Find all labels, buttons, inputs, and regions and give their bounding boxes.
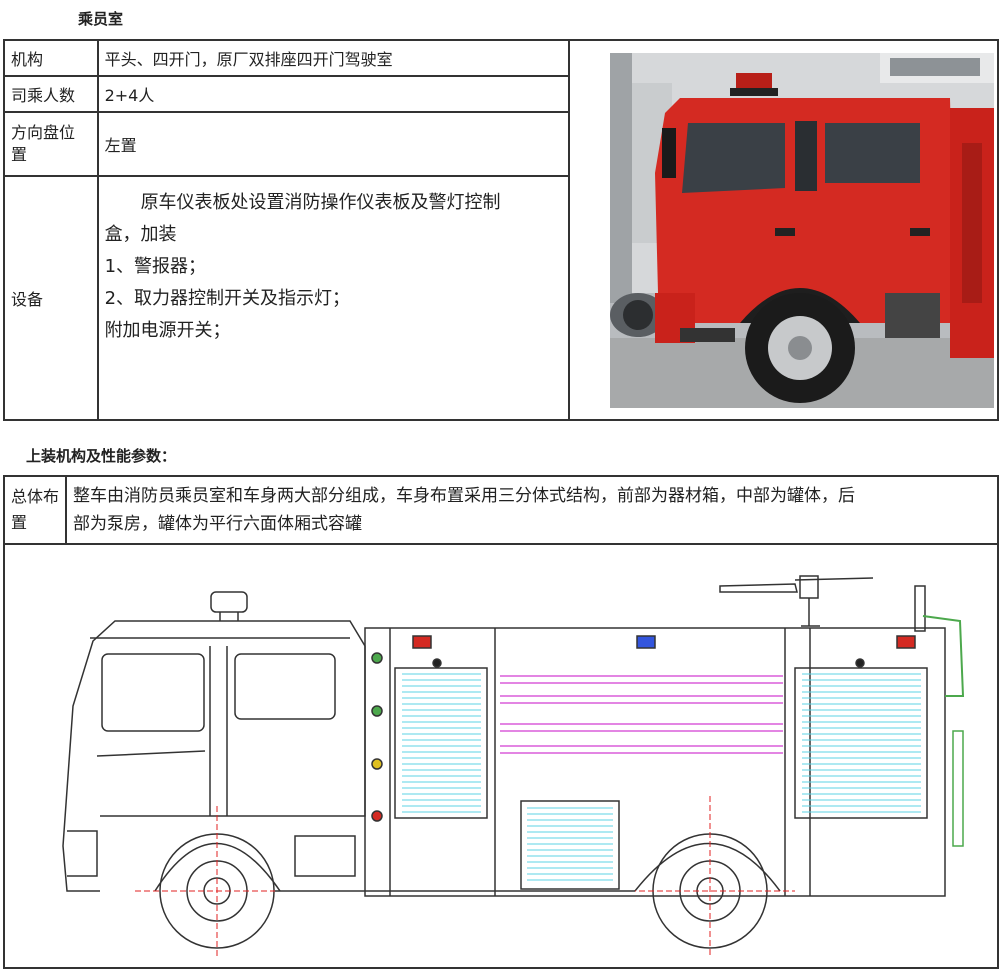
- row-value-structure: 平头、四开门，原厂双排座四开门驾驶室: [96, 39, 571, 77]
- row-value-occupants: 2+4人: [96, 75, 571, 113]
- cab-spec-table: 机构 平头、四开门，原厂双排座四开门驾驶室: [3, 39, 999, 421]
- drawing-cell: [3, 543, 999, 969]
- row-label-occupants: 司乘人数: [3, 75, 99, 113]
- layout-line-2: 部为泵房，罐体为平行六面体厢式容罐: [73, 514, 362, 534]
- row-label-steering: 方向盘位置: [3, 111, 99, 177]
- body-spec-table: 总体布置 整车由消防员乘员室和车身两大部分组成，车身布置采用三分体式结构，前部为…: [3, 475, 999, 969]
- equipment-line-5: 附加电源开关；: [104, 320, 231, 341]
- equipment-line-2: 盒，加装: [104, 224, 177, 245]
- fire-truck-side-drawing: [62, 575, 965, 956]
- layout-line-1: 整车由消防员乘员室和车身两大部分组成，车身布置采用三分体式结构，前部为器材箱，中…: [73, 486, 855, 506]
- fire-truck-photo: [610, 52, 995, 408]
- equipment-line-1: 原车仪表板处设置消防操作仪表板及警灯控制: [140, 192, 501, 213]
- equipment-line-3: 1、警报器；: [104, 256, 207, 277]
- cab-section-title: 乘员室: [78, 10, 124, 28]
- layout-label: 总体布置: [3, 475, 67, 545]
- body-section-title: 上装机构及性能参数：: [26, 447, 177, 465]
- photo-cell: [568, 39, 999, 421]
- row-value-equipment: 原车仪表板处设置消防操作仪表板及警灯控制 盒，加装 1、警报器； 2、取力器控制…: [96, 175, 571, 421]
- row-value-steering: 左置: [96, 111, 571, 177]
- row-label-equipment: 设备: [3, 175, 99, 421]
- equipment-line-4: 2、取力器控制开关及指示灯；: [104, 288, 351, 309]
- layout-value: 整车由消防员乘员室和车身两大部分组成，车身布置采用三分体式结构，前部为器材箱，中…: [65, 475, 999, 545]
- row-label-structure: 机构: [3, 39, 99, 77]
